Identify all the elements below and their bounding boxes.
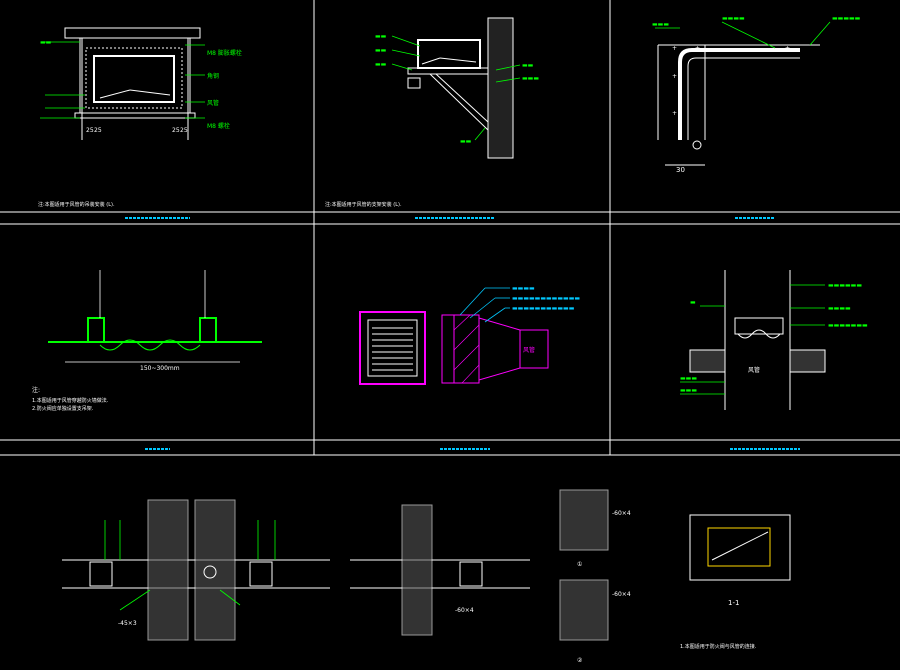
- p3-plus-1: +: [672, 45, 677, 52]
- p5-duct-label: 风管: [523, 346, 535, 354]
- p3-plus-4: +: [672, 110, 677, 117]
- p1-dim-4: 25: [180, 127, 188, 134]
- bottom-duct-wall-detail: -45×3 -60×4 -60×4 -60×4 ① ② 1-1 1.本图适用于防…: [62, 489, 791, 664]
- p3-plus-2: +: [695, 45, 700, 52]
- callout-1: ①: [577, 561, 582, 568]
- p3-label-1: ▬▬▬: [652, 21, 669, 28]
- p1-dim-1: 25: [86, 127, 94, 134]
- p3-plus-5: +: [785, 45, 790, 52]
- bottom-dim-1: -45×3: [118, 620, 137, 627]
- p3-label-3: ▬▬▬▬▬: [832, 15, 861, 22]
- p6-label-4: ▬: [690, 299, 696, 306]
- p3-plus-3: +: [672, 73, 677, 80]
- p2-label-5: ▬▬▬: [522, 75, 539, 82]
- p2-label-4: ▬▬: [522, 62, 534, 69]
- bottom-dim-2: -60×4: [455, 607, 474, 614]
- p5-callout-1: ▬▬▬▬: [512, 285, 535, 292]
- panel1-duct-hanger: ▬▬ M8 膨胀螺栓 M8 螺栓 风管 角钢 25 25 25 25 注:本图适…: [38, 27, 242, 208]
- p6-label-6: ▬▬▬: [680, 387, 697, 394]
- bottom-note: 1.本图适用于防火阀与风管的连接.: [680, 643, 757, 650]
- p1-dim-2: 25: [94, 127, 102, 134]
- p6-label-3: ▬▬▬▬▬▬▬: [828, 322, 868, 329]
- panel3-pipe-elbow: + + + + + 30 ▬▬▬ ▬▬▬▬ ▬▬▬▬▬: [652, 15, 861, 174]
- callout-2: ②: [577, 657, 583, 664]
- p4-note-2: 2.防火阀应单独设置支吊架.: [32, 405, 94, 412]
- p6-label-1: ▬▬▬▬▬▬: [828, 282, 862, 289]
- panel2-duct-bracket: ▬▬ ▬▬ ▬▬ ▬▬ ▬▬▬ ▬▬ 注:本图适用于风管的支架安装 (L).: [325, 17, 539, 208]
- p2-label-6: ▬▬: [460, 138, 472, 145]
- p6-label-5: ▬▬▬: [680, 375, 697, 382]
- panel6-floor-penetration: 风管 ▬▬▬▬▬▬ ▬▬▬▬ ▬▬▬▬▬▬▬ ▬ ▬▬▬ ▬▬▬: [680, 270, 868, 410]
- p6-label-2: ▬▬▬▬: [828, 305, 851, 312]
- p1-note: 注:本图适用于风管的吊装安装 (L).: [38, 201, 115, 208]
- p3-dim: 30: [676, 166, 685, 174]
- p4-note-head: 注:: [32, 386, 40, 394]
- p5-callout-2: ▬▬▬▬▬▬▬▬▬▬▬▬: [512, 295, 580, 302]
- p1-label-m8a: M8 膨胀螺栓: [207, 49, 242, 57]
- section-mark: 1-1: [728, 599, 739, 607]
- p2-label-1: ▬▬: [375, 33, 387, 40]
- p1-label-a: ▬▬: [40, 39, 52, 46]
- p6-duct-label: 风管: [748, 366, 760, 374]
- p3-label-2: ▬▬▬▬: [722, 15, 745, 22]
- panel-frame: [0, 0, 900, 456]
- p2-label-2: ▬▬: [375, 47, 387, 54]
- panel5-fire-damper: 风管 ▬▬▬▬ ▬▬▬▬▬▬▬▬▬▬▬▬ ▬▬▬▬▬▬▬▬▬▬▬: [359, 285, 580, 385]
- panel-captions: [125, 217, 800, 450]
- p4-dim: 150~300mm: [140, 365, 180, 372]
- p1-label-duct: 风管: [207, 99, 219, 107]
- bottom-dim-3: -60×4: [612, 510, 631, 517]
- p5-callout-3: ▬▬▬▬▬▬▬▬▬▬▬: [512, 305, 575, 312]
- p1-label-m8b: M8 螺栓: [207, 122, 230, 130]
- panel4-flex-joint: 150~300mm 注: 1.本图适用于风管穿越防火墙做法. 2.防火阀应单独设…: [32, 270, 262, 412]
- p2-note: 注:本图适用于风管的支架安装 (L).: [325, 201, 402, 208]
- p1-label-angle: 角钢: [207, 72, 219, 80]
- p2-label-3: ▬▬: [375, 61, 387, 68]
- p4-note-1: 1.本图适用于风管穿越防火墙做法.: [32, 397, 109, 404]
- bottom-dim-4: -60×4: [612, 591, 631, 598]
- p1-dim-3: 25: [172, 127, 180, 134]
